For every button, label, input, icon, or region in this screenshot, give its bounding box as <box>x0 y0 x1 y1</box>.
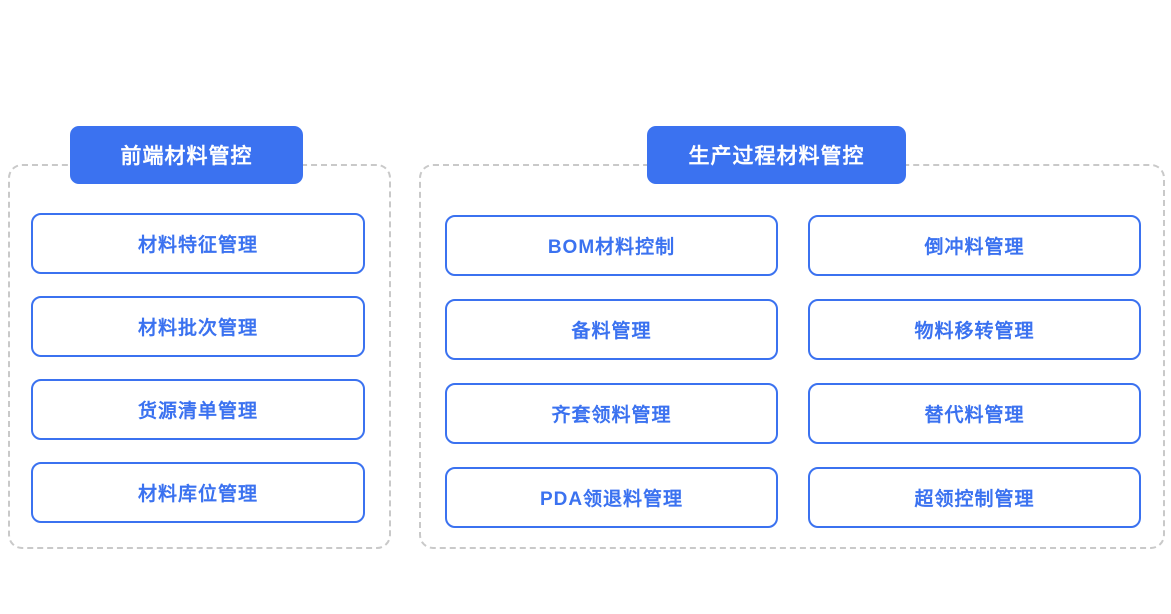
module-item: BOM材料控制 <box>445 215 778 276</box>
module-item: PDA领退料管理 <box>445 467 778 528</box>
module-item: 超领控制管理 <box>808 467 1141 528</box>
process-material-items: BOM材料控制 倒冲料管理 备料管理 物料移转管理 齐套领料管理 替代料管理 P… <box>445 215 1141 528</box>
group-title-process-material-control: 生产过程材料管控 <box>647 126 906 184</box>
module-item: 替代料管理 <box>808 383 1141 444</box>
module-item: 材料库位管理 <box>31 462 365 523</box>
module-item: 货源清单管理 <box>31 379 365 440</box>
module-item: 材料批次管理 <box>31 296 365 357</box>
module-item: 材料特征管理 <box>31 213 365 274</box>
module-item: 备料管理 <box>445 299 778 360</box>
module-item: 倒冲料管理 <box>808 215 1141 276</box>
module-item: 物料移转管理 <box>808 299 1141 360</box>
group-title-front-material-control: 前端材料管控 <box>70 126 303 184</box>
module-item: 齐套领料管理 <box>445 383 778 444</box>
front-material-items: 材料特征管理 材料批次管理 货源清单管理 材料库位管理 <box>31 213 365 523</box>
